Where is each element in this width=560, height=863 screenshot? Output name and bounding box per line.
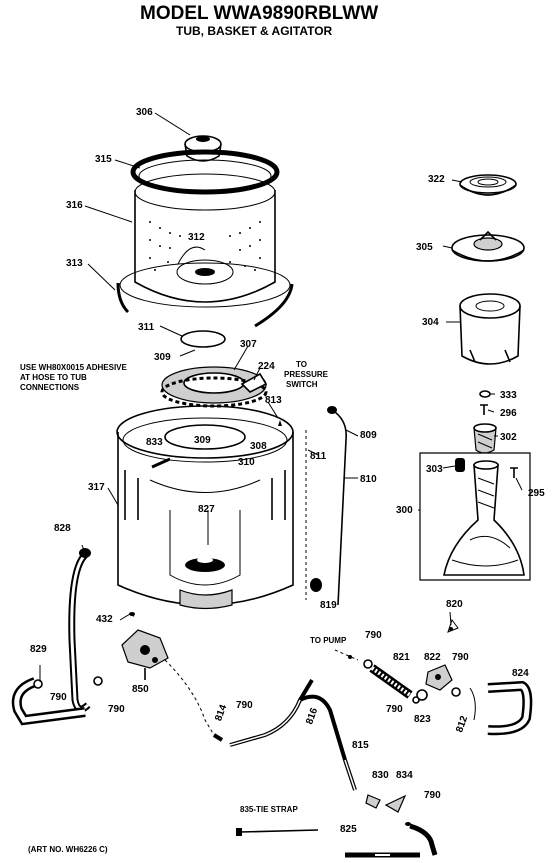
- label-315: 315: [95, 154, 112, 165]
- label-834: 834: [396, 770, 413, 781]
- tie-strap-835: [239, 829, 319, 833]
- label-822: 822: [424, 652, 441, 663]
- tie-strap-note: 835-TIE STRAP: [240, 805, 298, 814]
- label-850: 850: [132, 684, 149, 695]
- valve-850: [121, 629, 169, 680]
- basket-316: [134, 190, 276, 303]
- pressure-note-line3: SWITCH: [286, 380, 318, 389]
- label-790-c: 790: [236, 700, 253, 711]
- part-labels: 306 315 316 312 313 311 309 307 224 813 …: [30, 107, 545, 835]
- hose-816: [229, 678, 314, 747]
- label-790-f: 790: [386, 704, 403, 715]
- label-812: 812: [454, 714, 470, 734]
- label-224: 224: [258, 361, 275, 372]
- outer-tub-assembly: [116, 366, 294, 610]
- art-number: (ART NO. WH6226 C): [28, 845, 108, 854]
- label-790-b: 790: [108, 704, 125, 715]
- label-815: 815: [352, 740, 369, 751]
- label-310: 310: [238, 457, 255, 468]
- label-833: 833: [146, 437, 163, 448]
- screw-296: [480, 404, 488, 415]
- screw-295: [510, 467, 518, 478]
- label-312: 312: [188, 232, 205, 243]
- leader-lines: [39, 112, 523, 682]
- label-821: 821: [393, 652, 410, 663]
- label-300: 300: [396, 505, 413, 516]
- basket-cap-306: [184, 135, 222, 162]
- label-790-g: 790: [424, 790, 441, 801]
- label-316: 316: [66, 200, 83, 211]
- agitator-300: [419, 452, 531, 581]
- label-790-d: 790: [365, 630, 382, 641]
- basket-perforations: [149, 221, 261, 271]
- label-295: 295: [528, 488, 545, 499]
- ratchet-304: [459, 293, 521, 365]
- notes: USE WH80X0015 ADHESIVE AT HOSE TO TUB CO…: [20, 360, 347, 854]
- label-827: 827: [198, 504, 215, 515]
- to-pump-note: TO PUMP: [310, 636, 347, 645]
- label-830: 830: [372, 770, 389, 781]
- hose-821: [369, 664, 413, 699]
- label-309-top: 309: [154, 352, 171, 363]
- label-432: 432: [96, 614, 113, 625]
- label-305: 305: [416, 242, 433, 253]
- label-306: 306: [136, 107, 153, 118]
- auger-302: [473, 423, 497, 454]
- pressure-note-line2: PRESSURE: [284, 370, 329, 379]
- label-317: 317: [88, 482, 105, 493]
- label-311: 311: [138, 322, 155, 333]
- clamp-834: [384, 794, 407, 813]
- fitting-830: [365, 794, 381, 809]
- label-828: 828: [54, 523, 71, 534]
- label-814: 814: [213, 703, 229, 723]
- label-823: 823: [414, 714, 431, 725]
- dog-303: [455, 458, 465, 472]
- label-313: 313: [66, 258, 83, 269]
- adhesive-note-line1: USE WH80X0015 ADHESIVE: [20, 363, 128, 372]
- grommet-819: [310, 578, 322, 592]
- label-810: 810: [360, 474, 377, 485]
- label-307: 307: [240, 339, 257, 350]
- label-302: 302: [500, 432, 517, 443]
- label-819: 819: [320, 600, 337, 611]
- hose-815: [299, 694, 357, 791]
- label-303: 303: [426, 464, 443, 475]
- label-308: 308: [250, 441, 267, 452]
- hose-810: [331, 409, 348, 606]
- ring-311: [180, 330, 226, 348]
- adhesive-note-line2: AT HOSE TO TUB: [20, 373, 87, 382]
- model-title: MODEL WWA9890RBLWW: [140, 3, 378, 24]
- basket-assembly: [116, 135, 294, 348]
- agitator-cap-322: [459, 174, 517, 196]
- label-309-mid: 309: [194, 435, 211, 446]
- label-322: 322: [428, 174, 445, 185]
- label-809: 809: [360, 430, 377, 441]
- label-790-e: 790: [452, 652, 469, 663]
- pump-822: [416, 664, 461, 701]
- label-333: 333: [500, 390, 517, 401]
- washer-333: [479, 390, 491, 398]
- label-790-a: 790: [50, 692, 67, 703]
- label-811: 811: [310, 451, 327, 462]
- label-824: 824: [512, 668, 529, 679]
- label-304: 304: [422, 317, 439, 328]
- agitator-top-305: [451, 230, 525, 262]
- label-816: 816: [304, 706, 320, 726]
- label-820: 820: [446, 599, 463, 610]
- diagram-subtitle: TUB, BASKET & AGITATOR: [176, 24, 333, 38]
- label-296: 296: [500, 408, 517, 419]
- adhesive-note-line3: CONNECTIONS: [20, 383, 80, 392]
- label-825: 825: [340, 824, 357, 835]
- pressure-note-line1: TO: [296, 360, 307, 369]
- label-813: 813: [265, 395, 282, 406]
- label-829: 829: [30, 644, 47, 655]
